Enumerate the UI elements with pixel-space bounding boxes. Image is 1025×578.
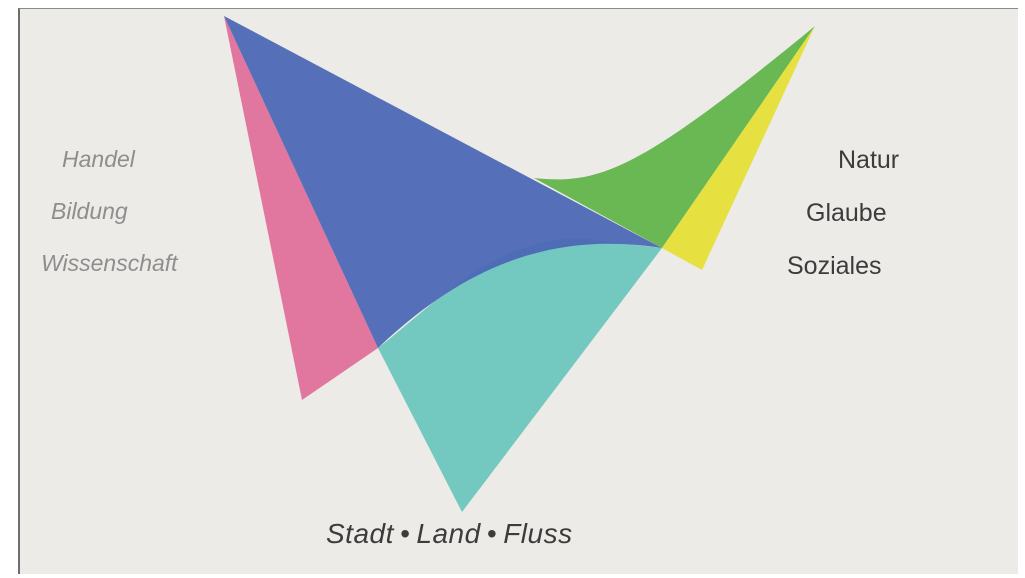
label-wissenschaft: Wissenschaft [41,250,178,277]
label-stadt-land-fluss: Stadt • Land • Fluss [326,518,573,550]
label-natur: Natur [838,146,899,175]
label-glaube: Glaube [806,199,887,228]
label-soziales: Soziales [787,252,882,281]
label-handel: Handel [62,146,135,173]
label-bildung: Bildung [51,198,128,225]
